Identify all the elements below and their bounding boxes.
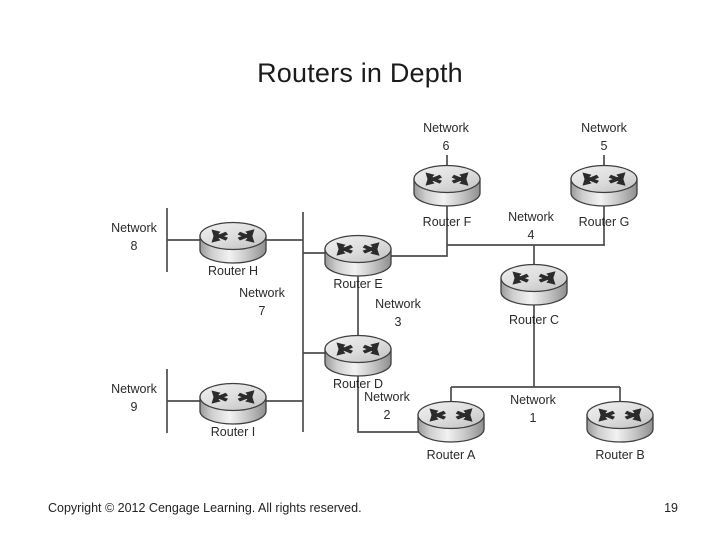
- router-label: Router E: [333, 277, 382, 291]
- network-label-network-6: Network 6: [423, 121, 470, 153]
- network-label-number: 5: [601, 139, 608, 153]
- router-icon: [570, 164, 638, 207]
- network-label-name: Network: [375, 297, 422, 311]
- network-label-network-5: Network 5: [581, 121, 628, 153]
- router-node-router-a[interactable]: Router A: [417, 400, 485, 463]
- network-label-number: 4: [528, 228, 535, 242]
- router-node-router-i[interactable]: Router I: [199, 382, 267, 440]
- router-node-router-g[interactable]: Router G: [570, 164, 638, 230]
- router-icon: [500, 263, 568, 306]
- router-label: Router I: [211, 425, 255, 439]
- router-label: Router D: [333, 377, 383, 391]
- router-label: Router C: [509, 313, 559, 327]
- network-label-network-4: Network 4: [508, 210, 555, 242]
- network-label-number: 3: [395, 315, 402, 329]
- router-label: Router A: [427, 448, 476, 462]
- router-icon: [413, 164, 481, 207]
- network-label-number: 1: [530, 411, 537, 425]
- network-label-name: Network: [508, 210, 555, 224]
- network-label-name: Network: [581, 121, 628, 135]
- router-icon: [586, 400, 654, 443]
- network-label-number: 9: [131, 400, 138, 414]
- router-node-router-c[interactable]: Router C: [500, 263, 568, 328]
- router-label: Router H: [208, 264, 258, 278]
- network-label-name: Network: [111, 221, 158, 235]
- router-icon: [199, 382, 267, 425]
- network-label-number: 6: [443, 139, 450, 153]
- router-icon: [417, 400, 485, 443]
- network-label-network-2: Network 2: [364, 390, 411, 422]
- network-2-link: [357, 368, 419, 433]
- network-4-link-router-e: [390, 245, 448, 257]
- router-node-router-d[interactable]: Router D: [324, 334, 392, 392]
- network-label-network-8: Network 8: [111, 221, 158, 253]
- router-node-router-h[interactable]: Router H: [199, 221, 267, 279]
- network-label-number: 7: [259, 304, 266, 318]
- router-nodes: Router H Router I Router E Router D Rout…: [199, 164, 654, 463]
- router-label: Router F: [423, 215, 472, 229]
- network-label-name: Network: [364, 390, 411, 404]
- network-label-name: Network: [510, 393, 557, 407]
- network-label-number: 2: [384, 408, 391, 422]
- network-label-number: 8: [131, 239, 138, 253]
- network-label-network-3: Network 3: [375, 297, 422, 329]
- router-label: Router G: [579, 215, 630, 229]
- router-icon: [324, 334, 392, 377]
- network-labels: Network 8 Network 9 Network 7 Network 3 …: [111, 121, 628, 425]
- router-icon: [324, 234, 392, 277]
- page-number: 19: [664, 501, 678, 515]
- network-label-name: Network: [111, 382, 158, 396]
- page-title: Routers in Depth: [257, 58, 463, 88]
- router-icon: [199, 221, 267, 264]
- network-label-network-9: Network 9: [111, 382, 158, 414]
- copyright-notice: Copyright © 2012 Cengage Learning. All r…: [48, 501, 362, 515]
- router-label: Router B: [595, 448, 644, 462]
- network-label-network-1: Network 1: [510, 393, 557, 425]
- router-node-router-b[interactable]: Router B: [586, 400, 654, 463]
- network-label-name: Network: [239, 286, 286, 300]
- router-node-router-e[interactable]: Router E: [324, 234, 392, 292]
- router-node-router-f[interactable]: Router F: [413, 164, 481, 230]
- network-label-network-7: Network 7: [239, 286, 286, 318]
- network-label-name: Network: [423, 121, 470, 135]
